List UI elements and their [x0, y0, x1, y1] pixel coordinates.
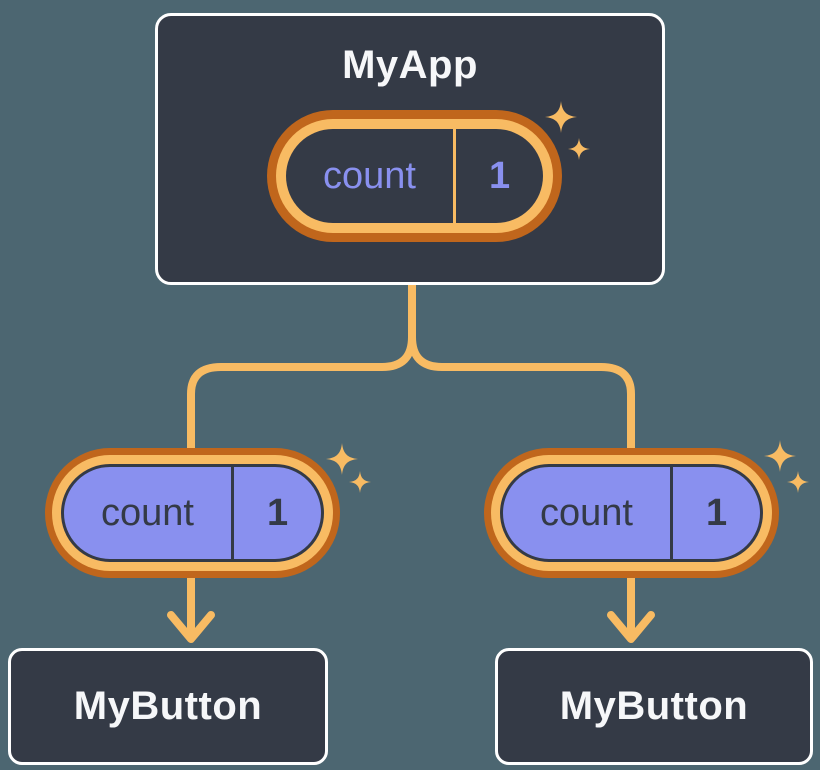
mybutton-right-label: MyButton	[559, 684, 749, 728]
app-state-pill: count 1	[267, 110, 562, 242]
state-name: count	[101, 491, 194, 534]
mybutton-right-node: MyButton	[495, 648, 813, 765]
arrowhead-right-icon	[607, 611, 655, 643]
pill-divider	[453, 129, 457, 223]
state-value: 1	[705, 491, 728, 534]
state-name: count	[323, 154, 416, 197]
right-prop-pill: count 1	[484, 448, 779, 578]
myapp-label: MyApp	[342, 43, 478, 87]
state-name: count	[540, 491, 633, 534]
arrowhead-left-icon	[167, 611, 215, 643]
state-value: 1	[488, 154, 511, 197]
mybutton-left-label: MyButton	[73, 684, 263, 728]
mybutton-left-node: MyButton	[8, 648, 328, 765]
state-value: 1	[266, 491, 289, 534]
pill-divider	[670, 467, 674, 559]
left-prop-pill: count 1	[45, 448, 340, 578]
